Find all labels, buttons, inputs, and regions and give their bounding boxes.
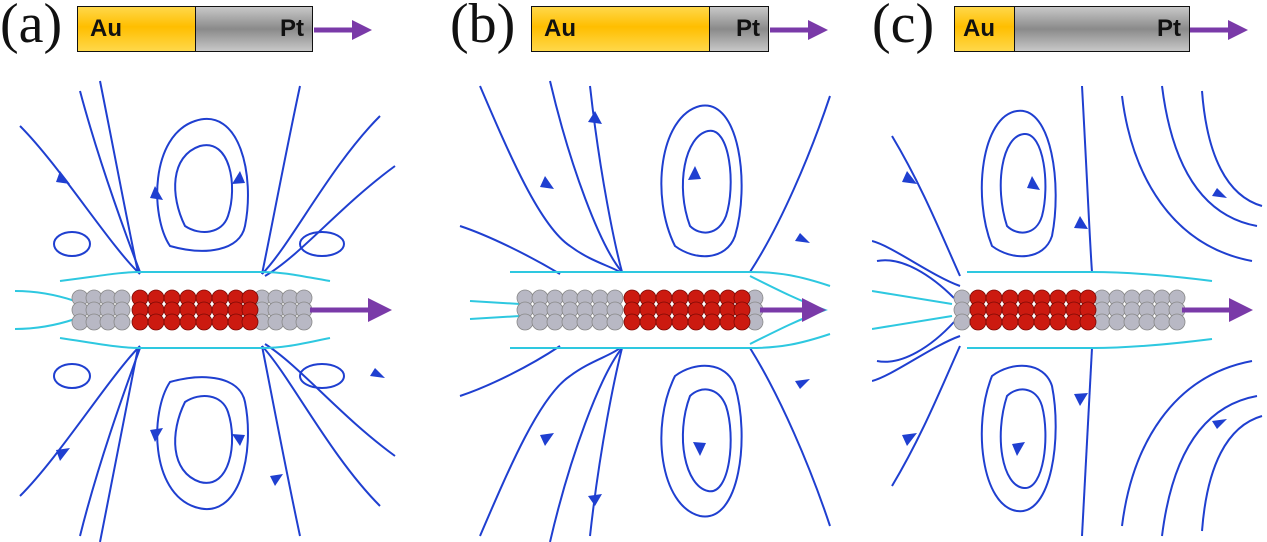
flow-field xyxy=(459,80,831,542)
au-segment: Au xyxy=(955,7,1015,51)
flow-field xyxy=(872,85,1263,537)
propulsion-arrow-icon xyxy=(310,298,392,322)
near-rod-streamlines xyxy=(14,271,331,349)
flow-field xyxy=(14,80,396,542)
near-rod-streamlines xyxy=(872,271,1213,349)
nanorod-atoms xyxy=(516,289,764,331)
streamline-arrow-icon xyxy=(902,171,1227,456)
panel-b: (b) Au Pt xyxy=(450,0,872,542)
streamline-arrow-icon xyxy=(540,111,810,506)
panel-label: (b) xyxy=(450,0,516,55)
panel-c: (c) Au Pt xyxy=(872,0,1267,542)
panel-label: (a) xyxy=(0,0,63,55)
pt-segment: Pt xyxy=(196,7,312,51)
propulsion-arrow-icon xyxy=(1190,20,1248,40)
panel-a: (a) Au Pt xyxy=(0,0,422,542)
streamlines xyxy=(459,80,831,542)
au-segment: Au xyxy=(532,7,710,51)
propulsion-arrow-icon xyxy=(770,20,828,40)
streamlines xyxy=(19,80,396,542)
rod-schematic: Au Pt xyxy=(531,6,769,52)
panel-label: (c) xyxy=(872,0,935,55)
au-segment: Au xyxy=(78,7,196,51)
rod-schematic: Au Pt xyxy=(954,6,1190,52)
nanorod-atoms xyxy=(953,289,1186,331)
streamlines xyxy=(872,85,1263,537)
propulsion-arrow-icon xyxy=(1182,298,1253,322)
streamline-arrow-icon xyxy=(56,171,385,486)
nanorod-atoms xyxy=(71,289,313,331)
rod-schematic: Au Pt xyxy=(77,6,313,52)
pt-segment: Pt xyxy=(1015,7,1189,51)
propulsion-arrow-icon xyxy=(760,298,826,322)
propulsion-arrow-icon xyxy=(314,20,372,40)
pt-segment: Pt xyxy=(710,7,768,51)
